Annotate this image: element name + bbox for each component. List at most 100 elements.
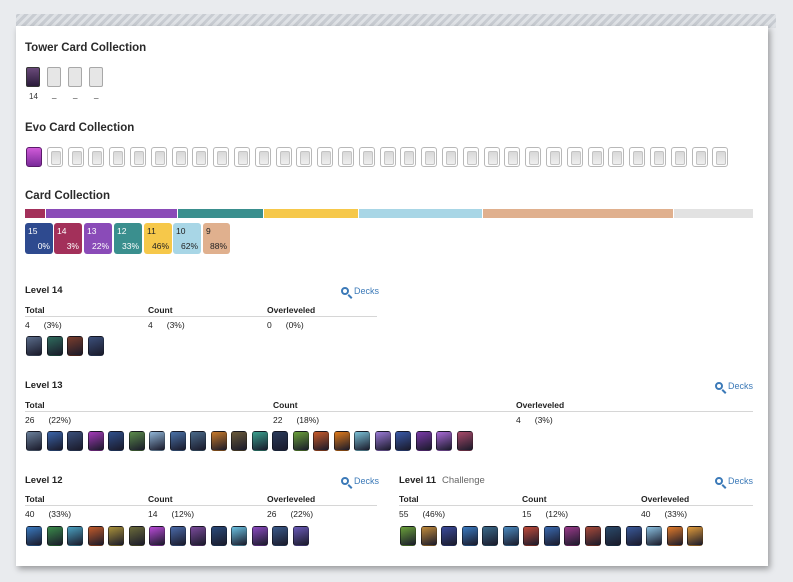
level13-card[interactable] [169,431,186,451]
level12-card[interactable] [210,526,227,546]
evo-card-locked[interactable] [712,147,729,167]
level12-card[interactable] [108,526,124,546]
level11-card[interactable] [666,526,683,546]
level11-card[interactable] [564,526,580,546]
evo-card-locked[interactable] [109,147,126,167]
level13-card[interactable] [67,431,83,451]
evo-card-locked[interactable] [338,147,354,167]
level13-card[interactable] [374,431,391,451]
level13-card[interactable] [231,431,247,451]
level11-card[interactable] [605,526,621,546]
level11-card[interactable] [523,526,539,546]
evo-card-locked[interactable] [670,147,687,167]
evo-card-locked[interactable] [400,147,417,167]
evo-card-locked[interactable] [254,147,271,167]
level11-decks-link[interactable]: Decks [715,476,753,486]
evo-card-locked[interactable] [358,147,375,167]
level13-card[interactable] [46,431,63,451]
level13-card[interactable] [190,431,206,451]
card-collection-title: Card Collection [25,190,110,202]
level13-card[interactable] [26,431,42,451]
evo-card-locked[interactable] [67,147,84,167]
level11-card[interactable] [687,526,703,546]
evo-card-locked[interactable] [504,147,521,167]
tower-card-locked[interactable] [89,67,103,87]
level13-card[interactable] [456,431,473,451]
level11-card[interactable] [543,526,560,546]
evo-card-locked[interactable] [296,147,313,167]
level14-card[interactable] [46,336,63,356]
evo-card-locked[interactable] [566,147,583,167]
level13-card[interactable] [251,431,268,451]
level14-card[interactable] [67,336,83,356]
level13-card[interactable] [108,431,124,451]
level13-decks-link[interactable]: Decks [715,381,753,391]
evo-card-locked[interactable] [483,147,500,167]
evo-card-locked[interactable] [317,147,334,167]
level12-card[interactable] [149,526,165,546]
level14-decks-link[interactable]: Decks [341,286,379,296]
level13-card[interactable] [395,431,411,451]
evo-card-locked[interactable] [213,147,230,167]
level13-card[interactable] [313,431,329,451]
level12-card[interactable] [26,526,42,546]
level12-card[interactable] [67,526,83,546]
level13-card[interactable] [210,431,227,451]
level11-card[interactable] [420,526,437,546]
evo-card-locked[interactable] [234,147,250,167]
level12-decks-link[interactable]: Decks [341,476,379,486]
level12-card[interactable] [231,526,247,546]
evo-card-locked[interactable] [379,147,396,167]
level11-card[interactable] [502,526,519,546]
evo-card-locked[interactable] [275,147,292,167]
evo-card-locked[interactable] [46,147,63,167]
level11-card[interactable] [400,526,416,546]
level11-card[interactable] [625,526,642,546]
evo-card-locked[interactable] [421,147,438,167]
evo-card-locked[interactable] [525,147,542,167]
level11-card[interactable] [584,526,601,546]
tower-card-locked[interactable] [47,67,61,87]
level13-card[interactable] [128,431,145,451]
tower-card-princess[interactable] [26,67,40,87]
level14-card[interactable] [87,336,104,356]
level13-card[interactable] [354,431,370,451]
evo-card-locked[interactable] [629,147,646,167]
evo-card-locked[interactable] [691,147,708,167]
level13-card[interactable] [436,431,452,451]
level12-card[interactable] [292,526,309,546]
level11-card[interactable] [441,526,457,546]
evo-card-locked[interactable] [462,147,479,167]
level11-card[interactable] [482,526,498,546]
evo-card-locked[interactable] [442,147,458,167]
tower-card-locked[interactable] [68,67,82,87]
level13-card[interactable] [149,431,165,451]
level12-card[interactable] [128,526,145,546]
level13-card[interactable] [272,431,288,451]
evo-card-locked[interactable] [587,147,604,167]
evo-card-locked[interactable] [608,147,625,167]
evo-card-locked[interactable] [150,147,167,167]
level12-card[interactable] [190,526,206,546]
bar-segment-12 [178,209,263,218]
level13-card[interactable] [333,431,350,451]
level13-card[interactable] [415,431,432,451]
level12-card[interactable] [46,526,63,546]
evo-card-locked[interactable] [171,147,188,167]
evo-card-locked[interactable] [192,147,209,167]
level14-card[interactable] [26,336,42,356]
level13-card[interactable] [87,431,104,451]
level11-card[interactable] [461,526,478,546]
level12-card[interactable] [169,526,186,546]
level11-card[interactable] [646,526,662,546]
level13-card[interactable] [292,431,309,451]
evo-card-locked[interactable] [650,147,666,167]
evo-card-unlocked[interactable] [26,147,42,167]
evo-card-locked[interactable] [546,147,562,167]
evo-card-locked[interactable] [130,147,146,167]
level12-card[interactable] [87,526,104,546]
evo-card-locked[interactable] [88,147,105,167]
level12-card[interactable] [272,526,288,546]
level12-card[interactable] [251,526,268,546]
